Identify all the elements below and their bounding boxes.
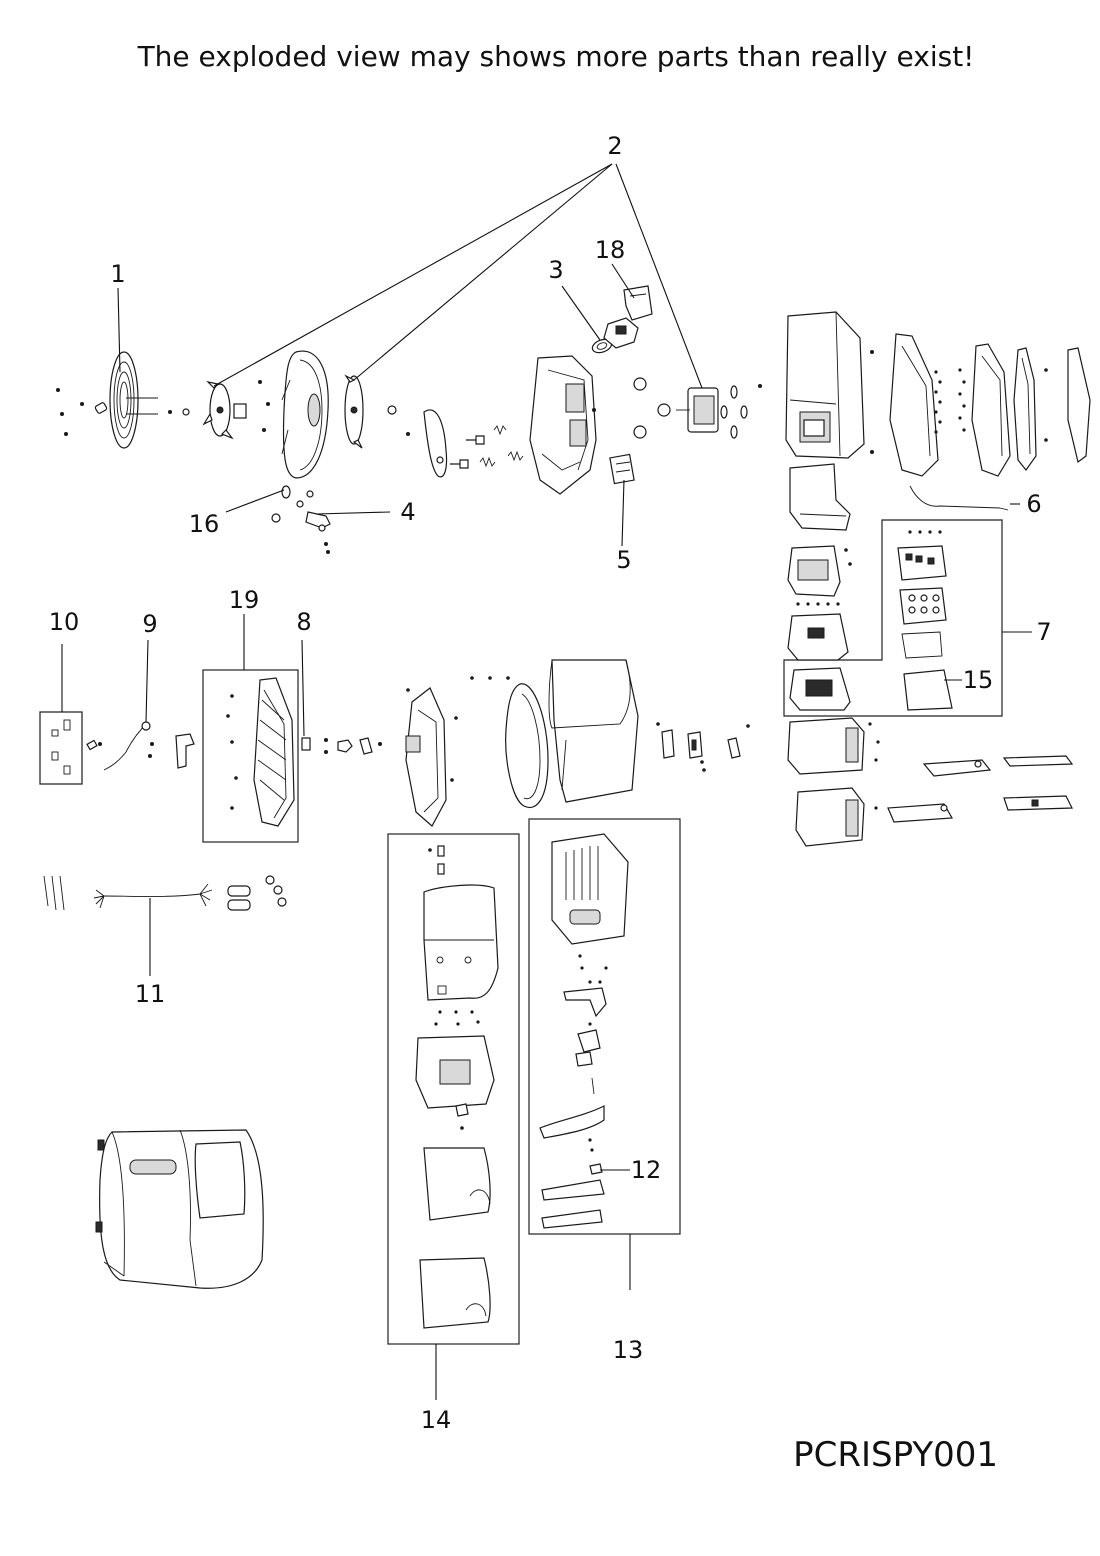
part-16-clip[interactable] — [271, 485, 314, 523]
callout-labels: 1 2 3 4 5 6 7 8 9 10 11 12 13 14 15 16 1… — [49, 132, 1052, 1434]
callout-7: 7 — [1036, 618, 1051, 646]
part-middle-small-hardware — [324, 688, 414, 772]
callout-11: 11 — [135, 980, 166, 1008]
part-side-rail-lower[interactable] — [887, 795, 1073, 823]
callout-9: 9 — [142, 610, 157, 638]
part-rear-cover[interactable] — [1067, 347, 1091, 464]
callout-18: 18 — [595, 236, 626, 264]
part-2-motor[interactable] — [633, 377, 762, 439]
part-3-seal-ring[interactable] — [591, 317, 639, 355]
group-13-drawer-assembly[interactable] — [528, 818, 681, 1290]
callout-19: 19 — [229, 586, 260, 614]
group-14-basket-assembly[interactable] — [387, 833, 520, 1400]
part-springs-and-pins — [450, 425, 524, 469]
assembled-air-fryer-illustration — [95, 1129, 264, 1289]
callout-13: 13 — [613, 1336, 644, 1364]
callout-4: 4 — [400, 498, 415, 526]
part-1-heating-element[interactable] — [56, 351, 158, 449]
part-6-wire[interactable] — [909, 485, 1009, 511]
model-code: PCRISPY001 — [793, 1435, 998, 1475]
part-rear-gasket[interactable] — [1013, 347, 1048, 471]
part-11-wire-harness[interactable] — [43, 875, 287, 976]
callout-2: 2 — [607, 132, 622, 160]
part-rear-housing[interactable] — [785, 311, 874, 459]
part-side-housing-lower[interactable] — [795, 787, 878, 847]
part-basket-guide[interactable] — [789, 463, 851, 531]
part-top-shell[interactable] — [548, 659, 639, 803]
part-5-connector[interactable] — [609, 453, 635, 485]
notice-text: The exploded view may shows more parts t… — [137, 40, 975, 73]
callout-15: 15 — [963, 666, 994, 694]
part-rear-panel-1[interactable] — [889, 333, 939, 477]
part-18-block[interactable] — [623, 285, 653, 321]
callout-3: 3 — [548, 256, 563, 284]
part-10-plug-plate[interactable] — [39, 644, 83, 785]
callout-16: 16 — [189, 510, 220, 538]
part-rear-screws — [934, 368, 966, 434]
part-side-housing-upper[interactable] — [787, 717, 880, 775]
part-door-frame-ring[interactable] — [470, 676, 549, 808]
part-bracket-curved[interactable] — [423, 409, 448, 478]
callout-10: 10 — [49, 608, 80, 636]
callout-1: 1 — [110, 260, 125, 288]
leader-lines-top — [117, 163, 1020, 547]
callout-6: 6 — [1026, 490, 1041, 518]
group-19-rear-cover[interactable] — [202, 614, 299, 843]
callout-8: 8 — [296, 608, 311, 636]
part-handle-small-parts[interactable] — [656, 722, 750, 772]
part-fan-shroud[interactable] — [405, 687, 458, 827]
part-2-fan-blade-left[interactable] — [202, 380, 270, 440]
part-9-power-cord[interactable] — [86, 639, 154, 771]
part-2-heating-cover[interactable] — [281, 350, 329, 479]
part-upper-housing[interactable] — [529, 355, 597, 495]
callout-14: 14 — [421, 1406, 452, 1434]
part-cord-clip[interactable] — [175, 733, 195, 769]
part-2-fan-blade-center[interactable] — [344, 374, 410, 449]
part-rear-panel-2[interactable] — [971, 343, 1011, 477]
group-7-control-panel[interactable] — [783, 519, 1032, 717]
part-8-fitting[interactable] — [301, 639, 311, 751]
callout-12: 12 — [631, 1156, 662, 1184]
part-1-small-hardware — [168, 408, 190, 416]
part-side-rail-upper[interactable] — [922, 755, 1074, 777]
callout-5: 5 — [616, 546, 631, 574]
part-4-bracket[interactable] — [305, 511, 331, 554]
